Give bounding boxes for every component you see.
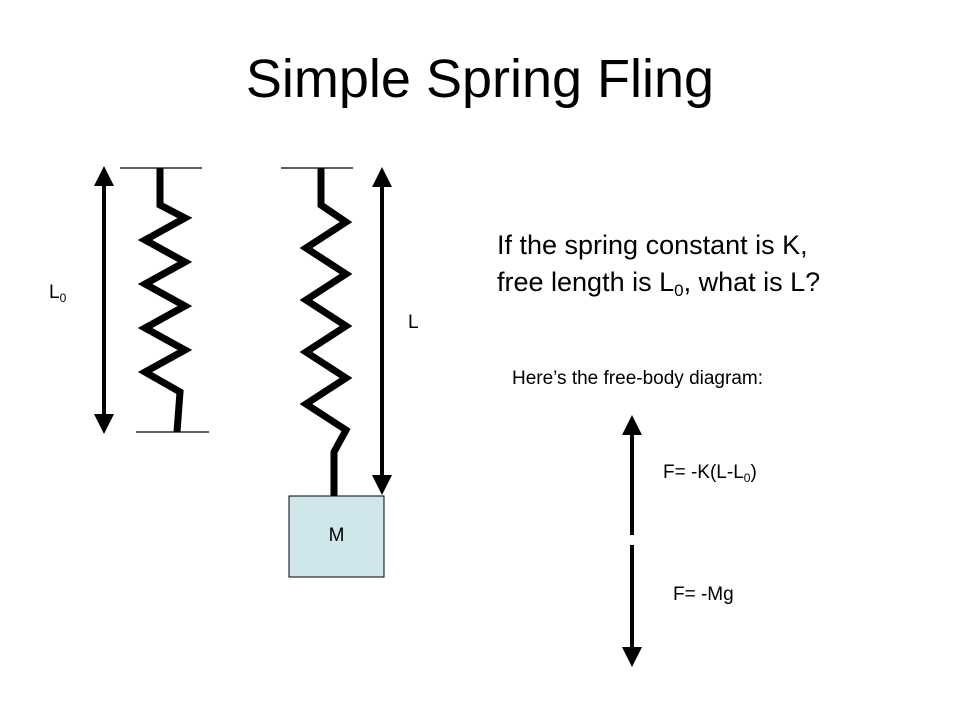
left-spring-coil [137, 168, 193, 433]
gravity-force-label: F= -Mg [673, 584, 734, 605]
free-length-label: L0 [49, 282, 67, 305]
fbd-caption: Here’s the free-body diagram: [512, 368, 763, 389]
question-text: If the spring constant is K, free length… [497, 230, 821, 300]
mass-block [288, 495, 385, 578]
stretched-length-label: L [408, 312, 419, 333]
mass-label: M [328, 525, 345, 546]
right-spring-coil [299, 168, 353, 496]
spring-force-label: F= -K(L-L0) [663, 462, 757, 485]
slide-title: Simple Spring Fling [245, 49, 715, 109]
